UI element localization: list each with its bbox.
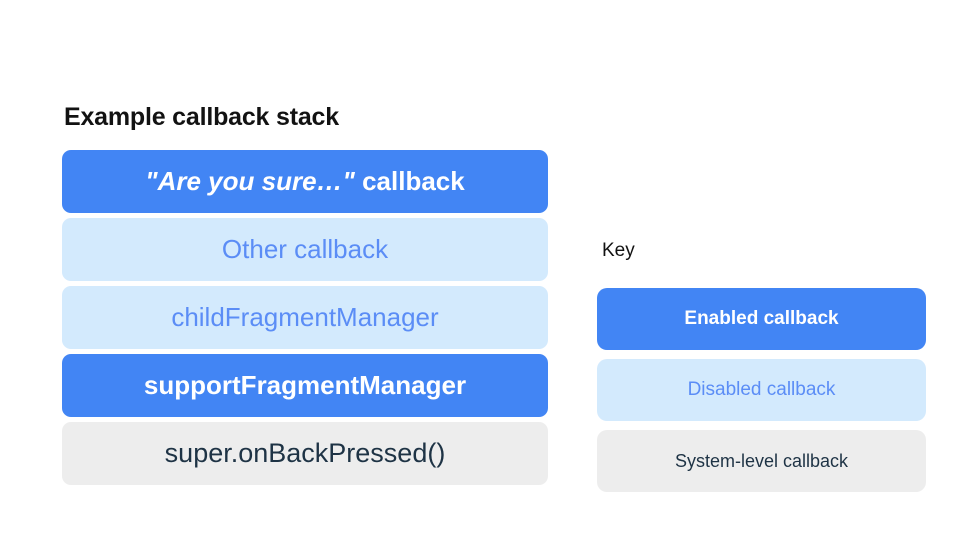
stack-item-label: childFragmentManager	[171, 301, 439, 332]
stack-item-support-fragment-manager[interactable]: supportFragmentManager	[62, 354, 548, 417]
stack-item-other-callback[interactable]: Other callback	[62, 218, 548, 281]
key-item-disabled-callback[interactable]: Disabled callback	[597, 359, 926, 421]
stack-item-label: super.onBackPressed()	[164, 437, 446, 468]
stack-item-are-you-sure[interactable]: "Are you sure…" callback	[62, 150, 548, 213]
stack-item-label: supportFragmentManager	[143, 369, 467, 400]
stack-item-label: "Are you sure…" callback	[145, 165, 465, 197]
stack-item-child-fragment-manager[interactable]: childFragmentManager	[62, 286, 548, 349]
key-legend-list: Enabled callback Disabled callback Syste…	[597, 288, 926, 492]
callback-stack-section: Example callback stack "Are you sure…" c…	[62, 100, 548, 485]
stack-item-plain-text: callback	[354, 165, 465, 196]
key-item-enabled-callback[interactable]: Enabled callback	[597, 288, 926, 350]
key-item-system-level-callback[interactable]: System-level callback	[597, 430, 926, 492]
callback-stack-list: "Are you sure…" callback Other callback …	[62, 150, 548, 485]
key-legend-section: Key Enabled callback Disabled callback S…	[597, 238, 926, 492]
stack-title: Example callback stack	[64, 103, 339, 131]
key-item-label: System-level callback	[674, 450, 849, 471]
key-title: Key	[602, 240, 635, 261]
key-item-label: Disabled callback	[687, 379, 836, 401]
key-item-label: Enabled callback	[684, 308, 839, 330]
stack-item-label: Other callback	[221, 233, 389, 264]
stack-item-quoted-text: "Are you sure…"	[145, 165, 355, 196]
stack-item-super-on-back-pressed[interactable]: super.onBackPressed()	[62, 422, 548, 485]
